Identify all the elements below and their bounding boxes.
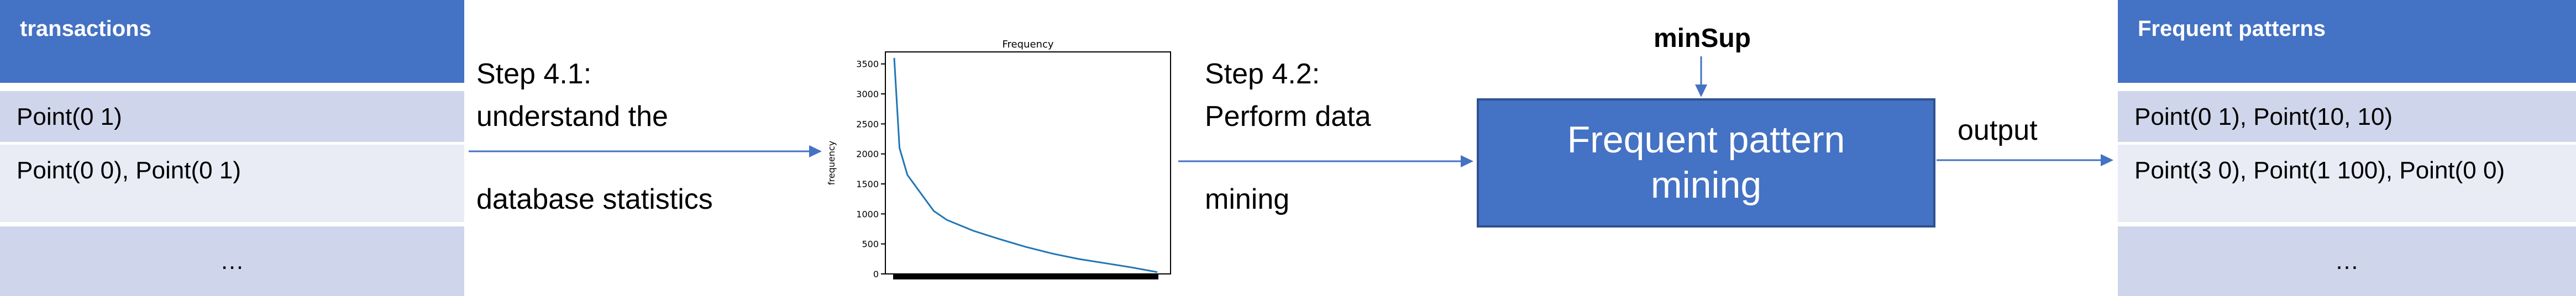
frequency-chart: Frequency frequency 0 500 1000 1500 2000 2500 30… [826, 39, 1171, 279]
step-4-1-title: Step 4.1: [476, 58, 592, 90]
y-tick-label-4: 2000 [856, 149, 879, 160]
y-tick-label-7: 3500 [856, 59, 879, 70]
y-tick-label-2: 1000 [856, 209, 879, 219]
x-tick-band [893, 274, 1158, 279]
y-tick-label-1: 500 [862, 239, 879, 250]
frequent-patterns-header: Frequent patterns [2118, 0, 2576, 83]
transaction-row-ellipsis: … [0, 226, 464, 296]
frequent-row-ellipsis: … [2118, 226, 2576, 296]
step-4-2-title: Step 4.2: [1205, 58, 1320, 90]
frequent-row-2: Point(3 0), Point(1 100), Point(0 0) [2118, 145, 2576, 222]
minsup-label: minSup [1654, 24, 1751, 53]
chart-frame [885, 51, 1171, 274]
y-tick-label-5: 2500 [856, 119, 879, 129]
step-4-1-line2: understand the [476, 101, 668, 133]
fp-box-line1: Frequent pattern [1567, 119, 1845, 161]
y-tick-label-6: 3000 [856, 89, 879, 99]
step-4-1-line3: database statistics [476, 183, 713, 215]
frequent-pattern-mining-box: Frequent pattern mining [1477, 98, 1935, 228]
arrow-minsup-down [1695, 56, 1707, 97]
transaction-row-2: Point(0 0), Point(0 1) [0, 145, 464, 222]
frequent-row-1: Point(0 1), Point(10, 10) [2118, 91, 2576, 142]
arrow-to-mining [1178, 155, 1473, 167]
output-label: output [1958, 114, 2038, 146]
chart-title: Frequency [1003, 39, 1054, 50]
step-4-2-line3: mining [1205, 183, 1290, 215]
transaction-row-1: Point(0 1) [0, 91, 464, 142]
transactions-header: transactions [0, 0, 464, 83]
y-tick-label-3: 1500 [856, 179, 879, 189]
arrow-output [1937, 154, 2113, 166]
step-4-2-line2: Perform data [1205, 101, 1371, 133]
fp-box-line2: mining [1650, 164, 1762, 206]
y-tick-label-0: 0 [873, 269, 879, 279]
frequency-line [893, 57, 1158, 273]
chart-ylabel: frequency [826, 141, 837, 185]
arrow-to-chart [469, 145, 822, 157]
